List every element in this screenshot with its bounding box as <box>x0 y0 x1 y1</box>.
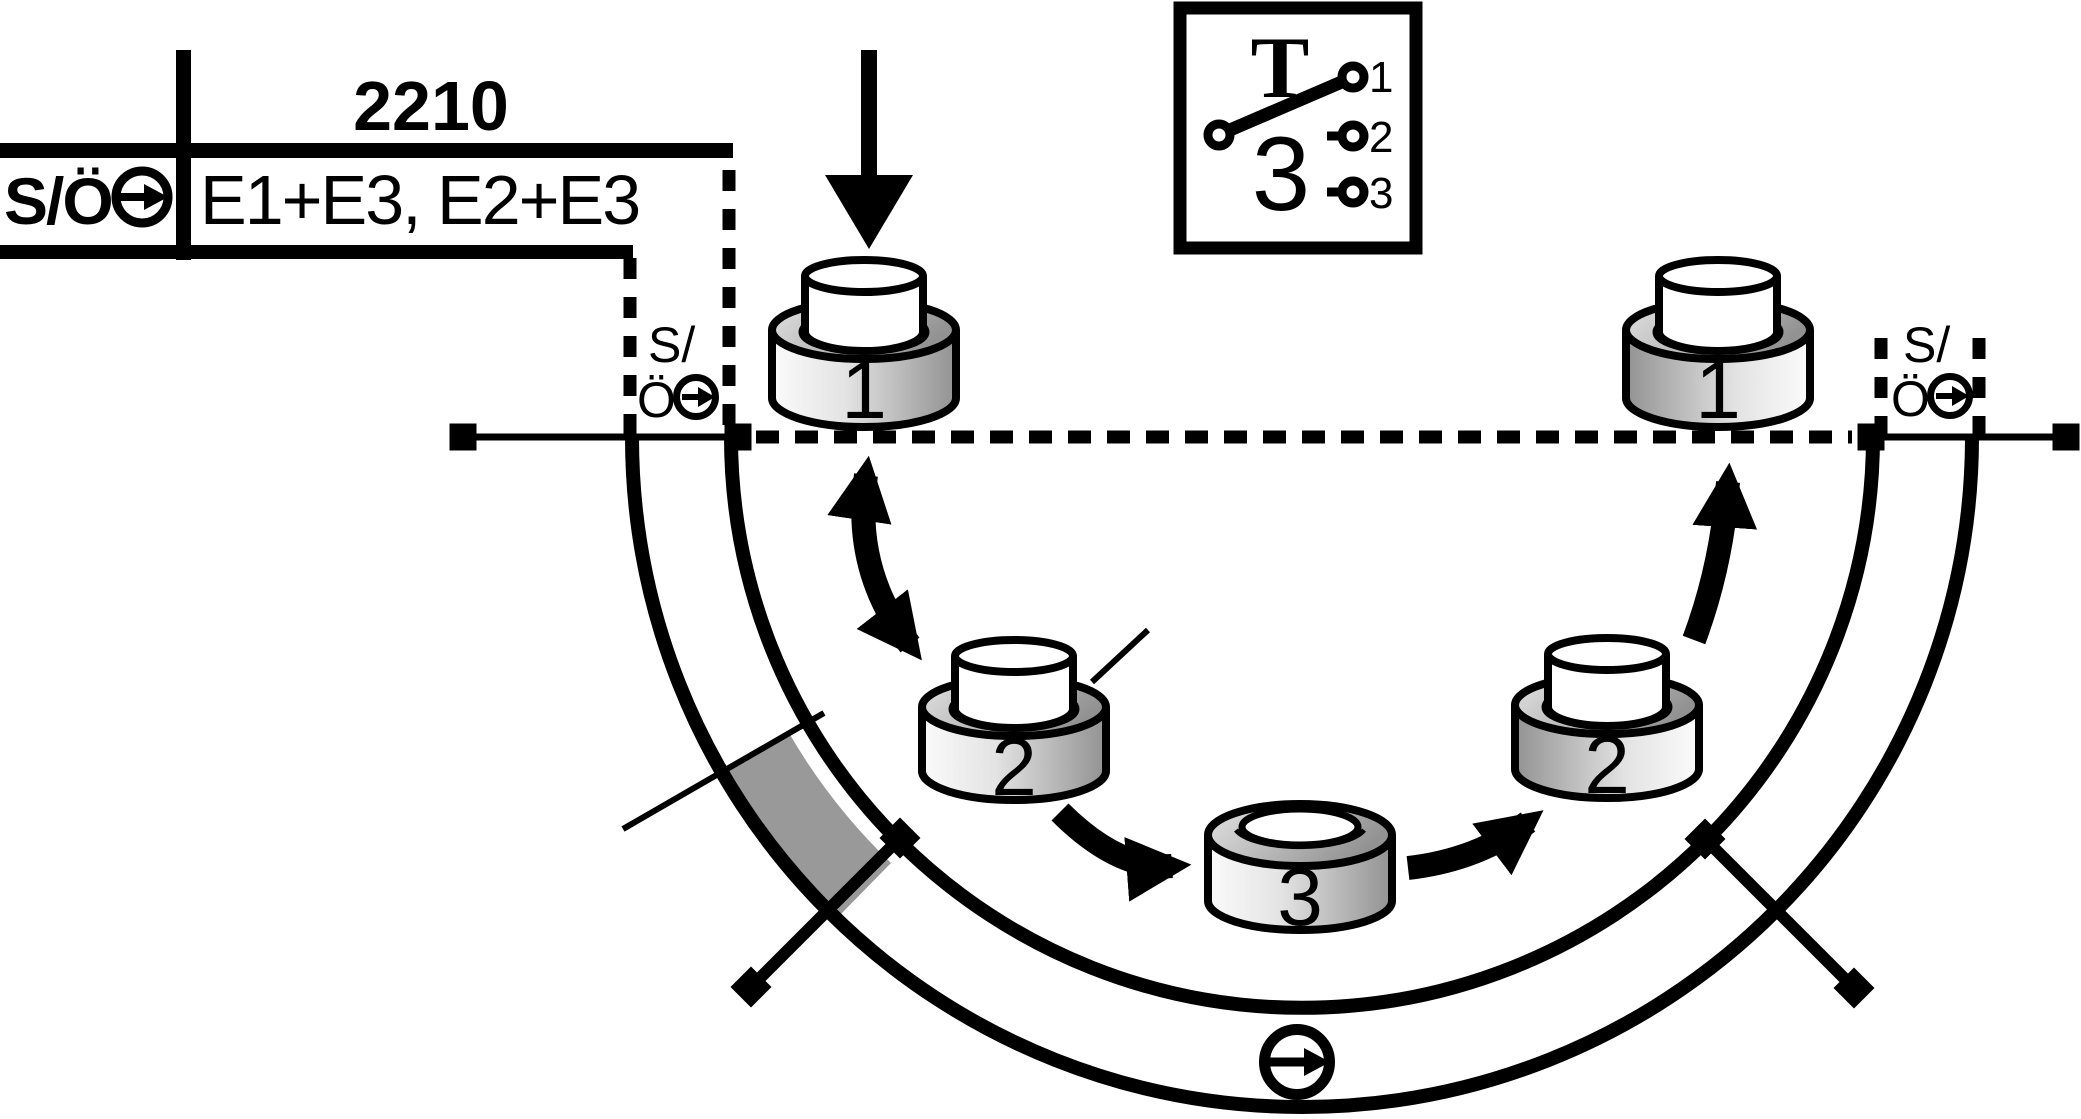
direction-arrow-icon <box>1304 1048 1330 1076</box>
outer-arc <box>625 436 1979 1114</box>
svg-text:Ö: Ö <box>637 372 676 428</box>
mode-label: S/Ö <box>4 164 112 238</box>
station-button-2-left: 2 <box>918 636 1110 813</box>
arrow-2-to-1 <box>1682 462 1758 645</box>
svg-text:S/: S/ <box>648 317 695 373</box>
arrow-2-to-3 <box>1051 803 1192 902</box>
pressed-knob-top <box>1238 805 1362 849</box>
svg-text:S/: S/ <box>1903 317 1950 373</box>
exit-marker-label: S/ Ö <box>1891 317 1973 427</box>
clockwise-arrow-icon <box>111 166 173 228</box>
rotation-direction-indicator <box>1259 1024 1335 1100</box>
station-button-1-exit: 1 <box>1622 256 1814 436</box>
entry-marker-label: S/ Ö <box>637 317 719 428</box>
station2-leader-tick <box>1089 627 1151 685</box>
station-label: 1 <box>841 345 887 436</box>
station-label: 1 <box>1695 345 1741 436</box>
model-number: 2210 <box>353 67 509 145</box>
switch-symbol-box: T 1 2 3 3 <box>1173 1 1423 255</box>
svg-text:Ö: Ö <box>1891 371 1930 427</box>
switch-position-count: 3 <box>1252 116 1310 233</box>
button-knob <box>1655 276 1781 355</box>
engaged-sector <box>727 733 891 914</box>
press-down-arrow <box>825 50 913 249</box>
station-label: 2 <box>1584 720 1630 811</box>
switch-contact-3: 3 <box>1327 169 1393 218</box>
title-block: 2210 S/Ö E1+E3, E2+E3 <box>0 50 733 260</box>
table-divider-rule <box>176 50 191 260</box>
arrow-3-to-2 <box>1406 810 1544 880</box>
switch-pivot <box>1203 119 1235 151</box>
station-button-2-right: 2 <box>1511 634 1703 811</box>
rotary-dial <box>621 436 1979 1114</box>
svg-text:2: 2 <box>1369 113 1393 162</box>
right-diamond-spoke <box>1684 818 1875 1009</box>
mode-value: E1+E3, E2+E3 <box>200 161 639 239</box>
switch-contact-2: 2 <box>1327 113 1393 162</box>
switch-contact-1: 1 <box>1337 53 1393 102</box>
axis-end-square <box>2052 423 2080 451</box>
axis-end-square <box>449 423 477 451</box>
updown-double-arrow <box>827 455 922 661</box>
clockwise-arrow-icon <box>673 374 719 420</box>
svg-text:3: 3 <box>1369 169 1393 218</box>
axis-end-square <box>724 423 752 451</box>
station-label: 2 <box>991 722 1037 813</box>
svg-text:1: 1 <box>1369 53 1393 102</box>
station-button-1-entry: 1 <box>768 256 960 436</box>
switch-lever <box>1227 75 1347 136</box>
button-knob <box>951 656 1077 732</box>
axis-baseline <box>449 170 2080 451</box>
button-knob <box>801 276 927 355</box>
clockwise-arrow-icon <box>1927 373 1973 419</box>
left-radial-tick <box>621 710 826 832</box>
inner-arc <box>724 436 1880 1015</box>
station-label: 3 <box>1277 852 1323 943</box>
table-top-rule <box>0 143 733 158</box>
button-knob <box>1544 654 1670 730</box>
motion-arrows <box>825 50 1758 902</box>
station-button-3-pressed: 3 <box>1204 800 1396 943</box>
table-bottom-rule <box>0 245 633 259</box>
